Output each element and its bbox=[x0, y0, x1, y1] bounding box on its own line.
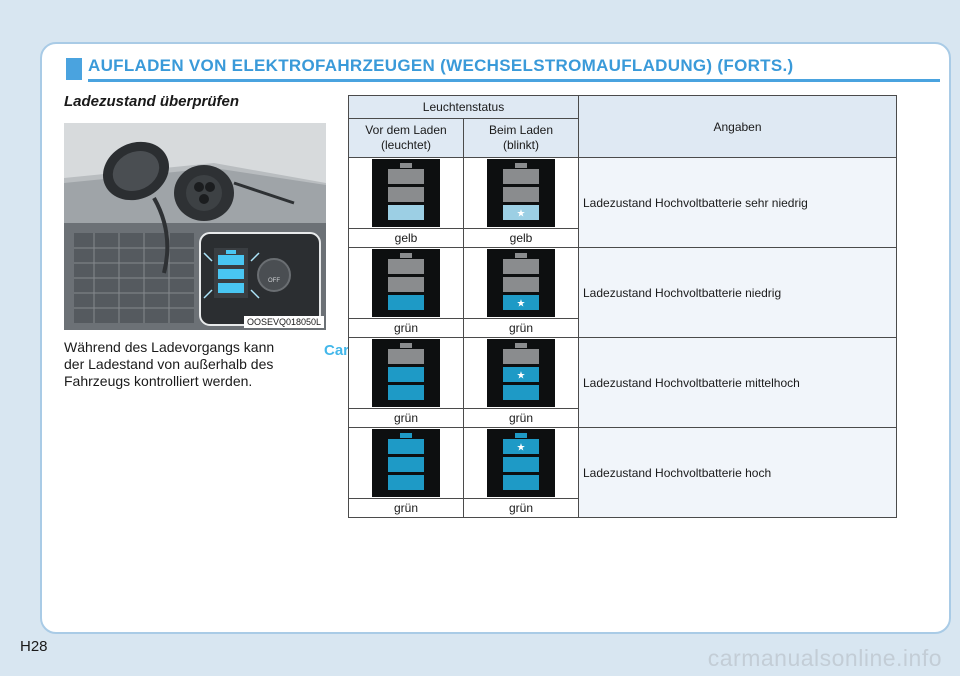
body-line: Während des Ladevorgangs kann bbox=[64, 339, 275, 355]
battery-blinking-icon: ★ bbox=[487, 159, 555, 227]
color-label-during: gelb bbox=[463, 228, 579, 248]
battery-cell-before bbox=[348, 337, 464, 409]
section-heading: Ladezustand überprüfen bbox=[64, 93, 240, 110]
battery-blinking-icon: ★ bbox=[487, 339, 555, 407]
header-before-charging: Vor dem Laden (leuchtet) bbox=[348, 118, 464, 158]
row-description: Ladezustand Hochvoltbatterie sehr niedri… bbox=[578, 157, 897, 248]
battery-blinking-icon: ★ bbox=[487, 429, 555, 497]
body-line: Fahrzeugs kontrolliert werden. bbox=[64, 373, 253, 389]
row-description: Ladezustand Hochvoltbatterie mittelhoch bbox=[578, 337, 897, 428]
svg-text:★: ★ bbox=[517, 371, 526, 382]
battery-cell-before bbox=[348, 157, 464, 229]
header-angaben: Angaben bbox=[578, 95, 897, 158]
battery-cell-during: ★ bbox=[463, 247, 579, 319]
header-accent-bar bbox=[66, 58, 82, 80]
battery-cell-before bbox=[348, 247, 464, 319]
svg-text:★: ★ bbox=[517, 443, 526, 454]
svg-text:OFF: OFF bbox=[268, 278, 280, 284]
page-number: H28 bbox=[20, 638, 48, 655]
color-label-before: grün bbox=[348, 408, 464, 428]
header-during-charging: Beim Laden (blinkt) bbox=[463, 118, 579, 158]
battery-cell-before bbox=[348, 427, 464, 499]
row-description: Ladezustand Hochvoltbatterie niedrig bbox=[578, 247, 897, 338]
color-label-before: gelb bbox=[348, 228, 464, 248]
svg-text:★: ★ bbox=[517, 209, 526, 220]
image-caption: OOSEVQ018050L bbox=[243, 316, 324, 328]
charging-port-photo: OFF OOSEVQ018050L bbox=[64, 123, 326, 330]
battery-cell-during: ★ bbox=[463, 337, 579, 409]
header-before-line: (leuchtet) bbox=[380, 138, 432, 152]
body-line: der Ladestand von außerhalb des bbox=[64, 356, 274, 372]
body-paragraph: Während des Ladevorgangs kann der Ladest… bbox=[64, 339, 326, 390]
section-header-title: AUFLADEN VON ELEKTROFAHRZEUGEN (WECHSELS… bbox=[88, 56, 794, 75]
header-during-line: Beim Laden bbox=[488, 123, 554, 137]
battery-cell-during: ★ bbox=[463, 157, 579, 229]
charge-status-table: Leuchtenstatus Angaben Vor dem Laden (le… bbox=[348, 95, 897, 518]
color-label-during: grün bbox=[463, 408, 579, 428]
color-label-before: grün bbox=[348, 498, 464, 518]
row-description: Ladezustand Hochvoltbatterie hoch bbox=[578, 427, 897, 518]
charging-port-illustration: OFF bbox=[64, 123, 326, 330]
header-rule bbox=[88, 79, 940, 82]
battery-lit-icon bbox=[372, 249, 440, 317]
svg-text:★: ★ bbox=[517, 299, 526, 310]
battery-lit-icon bbox=[372, 429, 440, 497]
header-before-line: Vor dem Laden bbox=[365, 123, 447, 137]
footer-watermark: carmanualsonline.info bbox=[707, 645, 942, 671]
battery-lit-icon bbox=[372, 339, 440, 407]
battery-blinking-icon: ★ bbox=[487, 249, 555, 317]
color-label-during: grün bbox=[463, 318, 579, 338]
color-label-during: grün bbox=[463, 498, 579, 518]
header-leuchtenstatus: Leuchtenstatus bbox=[348, 95, 579, 119]
battery-lit-icon bbox=[372, 159, 440, 227]
color-label-before: grün bbox=[348, 318, 464, 338]
battery-cell-during: ★ bbox=[463, 427, 579, 499]
header-during-line: (blinkt) bbox=[502, 138, 539, 152]
